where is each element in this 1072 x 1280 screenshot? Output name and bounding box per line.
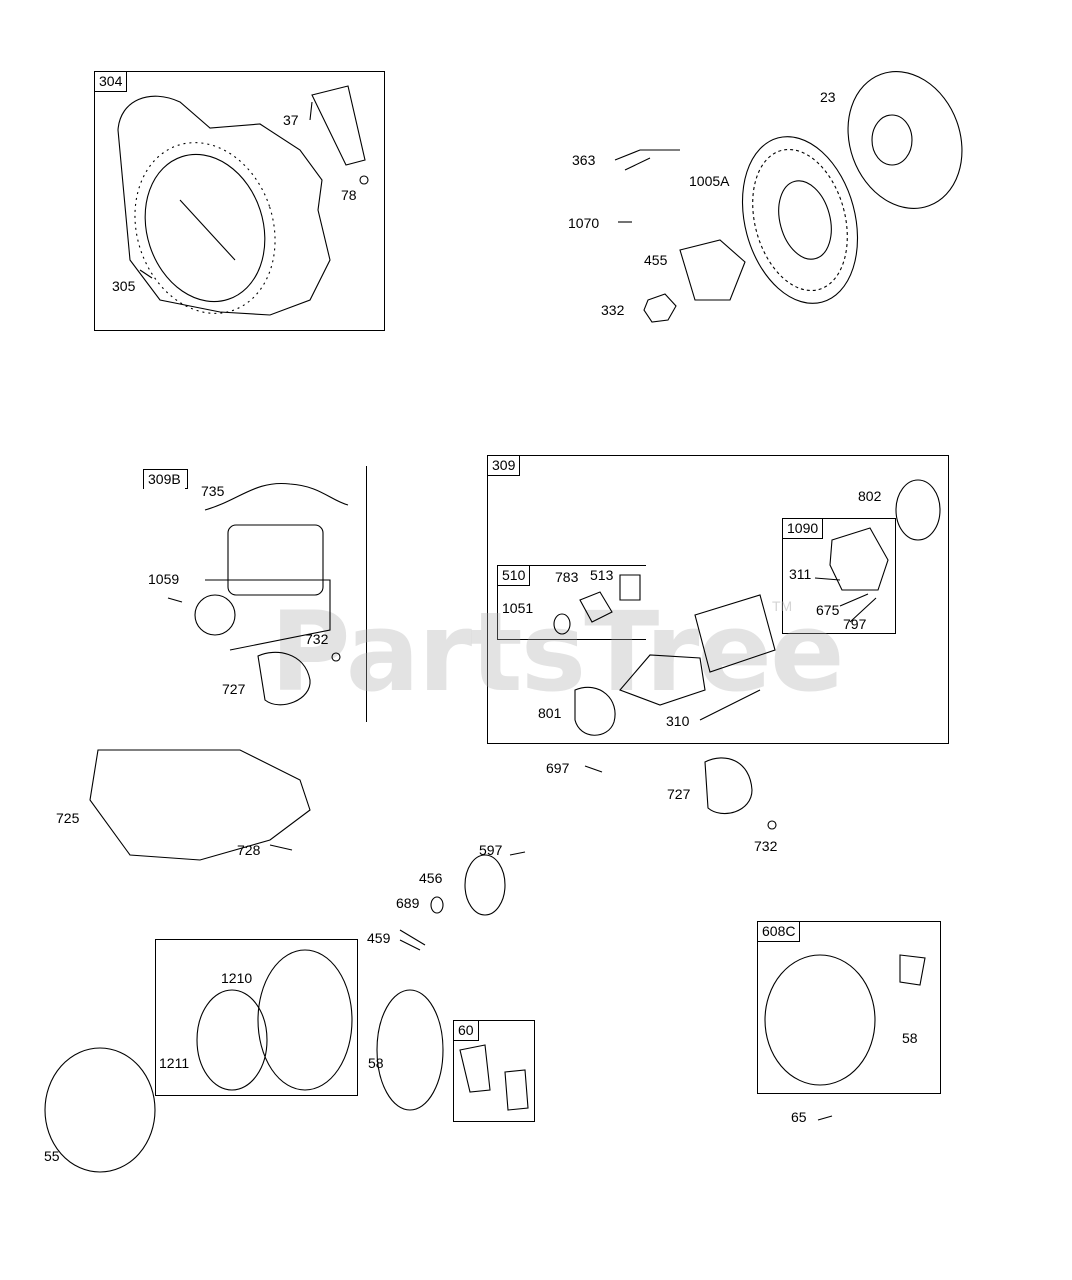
rope-58 xyxy=(376,989,444,1111)
end-plate-801 xyxy=(574,686,616,736)
label-1211: 1211 xyxy=(159,1055,190,1071)
label-1051: 1051 xyxy=(502,600,534,616)
group-tag-1090: 1090 xyxy=(782,518,824,539)
air-guide-37 xyxy=(311,85,366,166)
group-tag-309B-frame: 309B xyxy=(143,469,188,489)
label-797: 797 xyxy=(843,616,867,632)
group-box-recoil xyxy=(155,939,358,1096)
blower-housing-part xyxy=(117,95,331,316)
label-728: 728 xyxy=(237,842,261,858)
screw-732-left xyxy=(331,652,341,662)
label-802: 802 xyxy=(858,488,882,504)
leader-37 xyxy=(309,101,313,121)
label-1210: 1210 xyxy=(221,970,253,986)
group-box-309: 309 xyxy=(487,455,949,744)
screw-65 xyxy=(817,1115,833,1121)
ring-1051 xyxy=(553,613,571,635)
spring-1211 xyxy=(196,989,268,1091)
group-box-1090: 1090 xyxy=(782,518,896,634)
leader-311-675-797 xyxy=(814,577,877,623)
group-tag-60: 60 xyxy=(453,1020,479,1041)
group-tag-309B: 309B xyxy=(144,470,185,489)
pulley-456 xyxy=(464,854,506,916)
spring-689 xyxy=(430,896,444,914)
group-tag-304: 304 xyxy=(94,71,128,92)
label-78: 78 xyxy=(341,187,357,203)
label-727-right: 727 xyxy=(667,786,691,802)
label-513: 513 xyxy=(590,567,614,583)
label-1005A: 1005A xyxy=(689,173,730,189)
rewind-starter-608C xyxy=(764,954,876,1086)
pawl-459 xyxy=(399,929,426,951)
label-732-right: 732 xyxy=(754,838,778,854)
gear-783 xyxy=(579,591,613,623)
bolt-728 xyxy=(269,844,293,851)
housing-part xyxy=(694,594,776,673)
group-tag-608C: 608C xyxy=(757,921,801,942)
armature-part xyxy=(619,654,706,706)
label-801: 801 xyxy=(538,705,562,721)
nut-332 xyxy=(643,293,677,323)
cup-455 xyxy=(679,239,746,301)
label-310: 310 xyxy=(666,713,690,729)
label-23: 23 xyxy=(820,89,836,105)
label-459: 459 xyxy=(367,930,391,946)
label-55: 55 xyxy=(44,1148,60,1164)
group-box-304: 304 xyxy=(94,71,385,331)
label-455: 455 xyxy=(644,252,668,268)
label-732-left: 732 xyxy=(305,631,329,647)
label-58-left: 58 xyxy=(368,1055,384,1071)
screw-305 xyxy=(139,269,153,279)
pulley-1210 xyxy=(257,949,353,1091)
group-box-510: 510 xyxy=(497,565,646,640)
label-689: 689 xyxy=(396,895,420,911)
screw-1059 xyxy=(167,597,183,603)
wire-735 xyxy=(204,482,349,511)
screw-78 xyxy=(359,175,369,185)
watermark-tm: TM xyxy=(772,598,793,614)
label-305: 305 xyxy=(112,278,136,294)
label-1070: 1070 xyxy=(568,215,600,231)
label-1059: 1059 xyxy=(148,571,180,587)
label-725: 725 xyxy=(56,810,80,826)
flywheel-part xyxy=(847,71,963,209)
clip-363 xyxy=(614,149,680,171)
label-697: 697 xyxy=(546,760,570,776)
screw-732-right xyxy=(767,820,777,830)
label-37: 37 xyxy=(283,112,299,128)
cover-727-left xyxy=(257,651,311,706)
handle-60 xyxy=(459,1044,529,1111)
fan-1005A xyxy=(741,136,859,304)
pinion-513 xyxy=(619,574,641,601)
label-311: 311 xyxy=(789,566,812,582)
shield-725 xyxy=(89,749,311,861)
label-727-left: 727 xyxy=(222,681,246,697)
label-783: 783 xyxy=(555,569,579,585)
handle-58-right xyxy=(899,954,926,986)
screw-697 xyxy=(584,765,603,773)
label-456: 456 xyxy=(419,870,443,886)
cover-727-right xyxy=(704,757,753,815)
label-363: 363 xyxy=(572,152,596,168)
group-tag-309: 309 xyxy=(487,455,521,476)
screw-597 xyxy=(509,851,526,856)
brush-holder-1090 xyxy=(829,527,889,591)
starter-55 xyxy=(44,1047,156,1173)
divider-line xyxy=(366,466,367,722)
label-597: 597 xyxy=(479,842,503,858)
group-tag-510: 510 xyxy=(497,565,531,586)
watermark: PartsTree xyxy=(270,588,845,716)
label-735: 735 xyxy=(201,483,225,499)
group-box-608C: 608C xyxy=(757,921,941,1094)
label-58-right: 58 xyxy=(902,1030,918,1046)
starter-motor-309B xyxy=(194,524,331,651)
label-675: 675 xyxy=(816,602,840,618)
bolt-310 xyxy=(699,689,761,721)
group-box-60: 60 xyxy=(453,1020,535,1122)
label-65: 65 xyxy=(791,1109,807,1125)
end-cap-802 xyxy=(895,479,941,541)
label-332: 332 xyxy=(601,302,625,318)
